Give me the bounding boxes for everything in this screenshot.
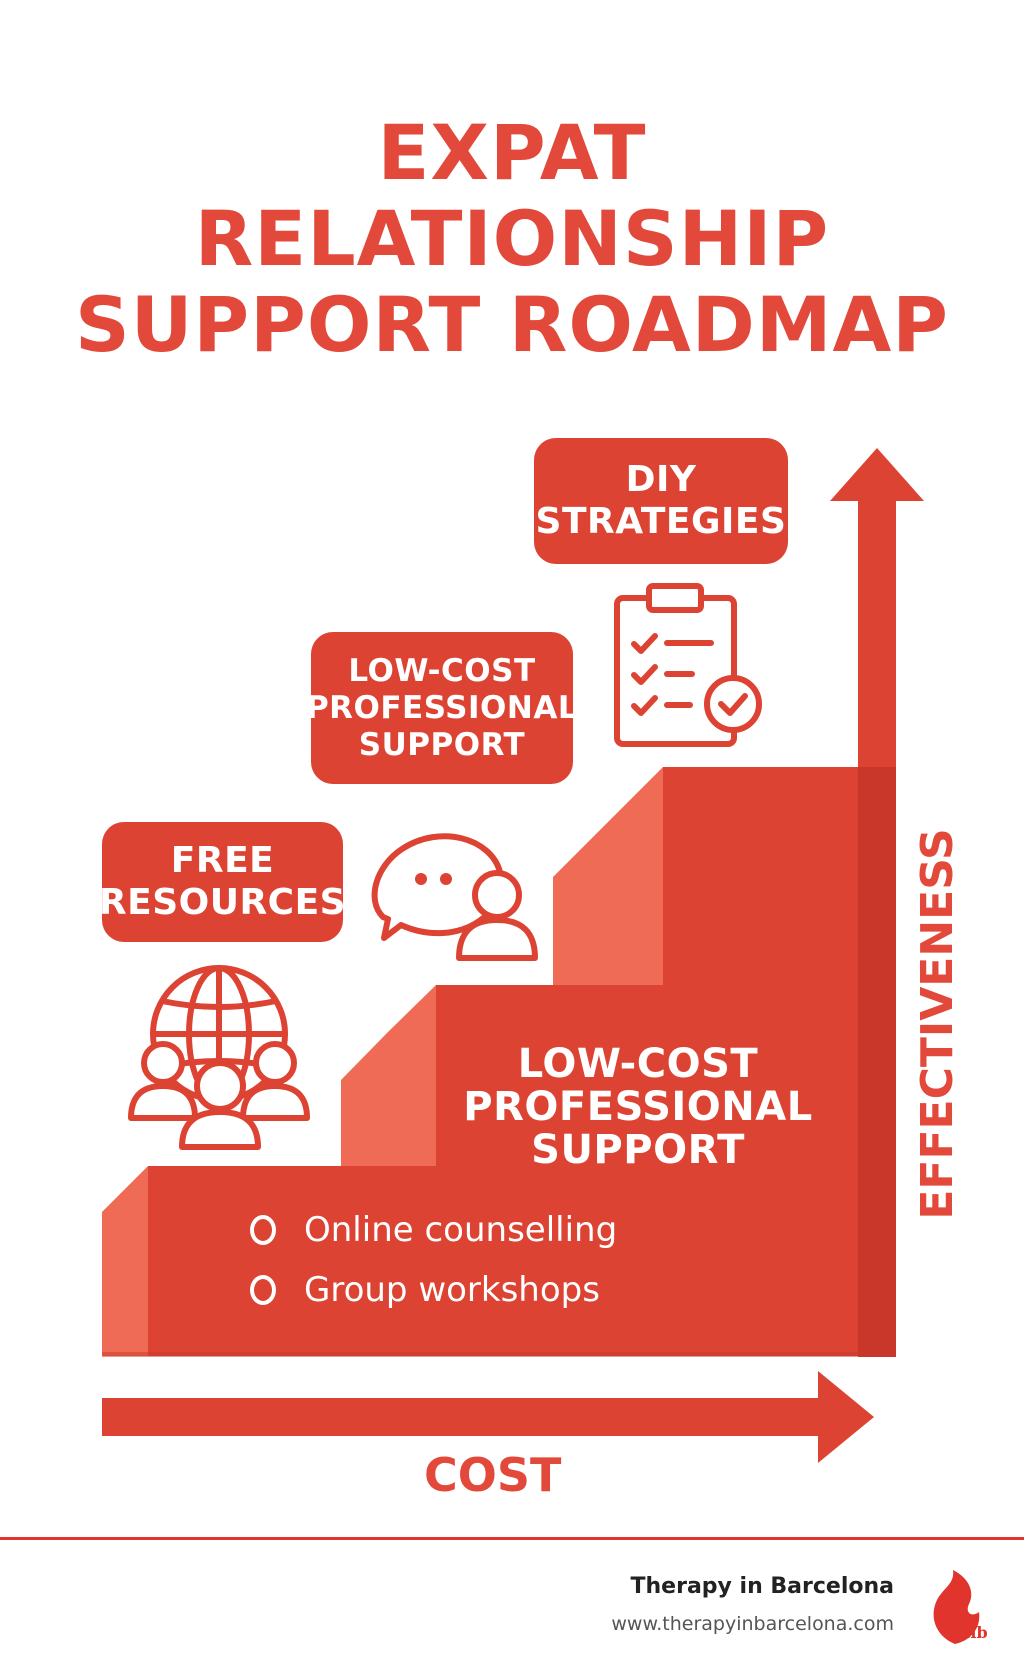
title-line-1: EXPAT	[377, 108, 647, 197]
x-axis-arrow	[102, 1371, 874, 1463]
label-line: SUPPORT	[358, 726, 526, 763]
staircase-title-line: PROFESSIONAL	[463, 1084, 813, 1130]
x-axis-label: COST	[424, 1448, 562, 1502]
logo-flame-icon	[933, 1570, 980, 1644]
clipboard-checklist-icon	[614, 583, 762, 747]
globe-people-icon	[128, 965, 310, 1150]
bullet-circle-icon	[250, 1275, 276, 1305]
bullet-item: Online counselling	[250, 1210, 617, 1250]
bullet-item: Group workshops	[250, 1270, 600, 1310]
brand-url: www.therapyinbarcelona.com	[611, 1613, 894, 1635]
label-line: DIY	[625, 459, 697, 500]
y-axis-label: EFFECTIVENESS	[912, 828, 963, 1220]
chat-person-icon	[371, 833, 538, 961]
bullet-text: Online counselling	[304, 1210, 618, 1250]
label-line: RESOURCES	[98, 882, 347, 923]
bullet-text: Group workshops	[304, 1270, 600, 1310]
label-line: FREE	[170, 840, 275, 881]
label-line: PROFESSIONAL	[305, 689, 579, 726]
footer-divider	[0, 1537, 1024, 1540]
staircase-title-line: SUPPORT	[531, 1127, 745, 1173]
label-free-resources: FREE RESOURCES	[98, 822, 347, 942]
step-3-front	[663, 767, 896, 985]
staircase	[102, 767, 896, 1357]
bullet-circle-icon	[250, 1215, 276, 1245]
logo-text: tib	[963, 1623, 988, 1642]
staircase-title-line: LOW-COST	[517, 1041, 759, 1087]
title-line-3: SUPPORT ROADMAP	[74, 280, 949, 369]
step-2-side	[341, 985, 436, 1166]
step-1-side	[102, 1166, 148, 1356]
brand-name: Therapy in Barcelona	[630, 1574, 894, 1599]
staircase-edge	[858, 767, 896, 1357]
title-line-2: RELATIONSHIP	[194, 194, 830, 283]
step-3-side	[553, 767, 663, 985]
label-diy-strategies: DIY STRATEGIES	[534, 438, 788, 564]
step-1-front	[148, 1166, 896, 1356]
label-line: LOW-COST	[348, 652, 536, 689]
footer-brand: Therapy in Barcelona www.therapyinbarcel…	[611, 1574, 894, 1635]
step-2-front	[436, 985, 896, 1166]
label-line: STRATEGIES	[535, 501, 787, 542]
brand-logo: tib	[933, 1570, 988, 1644]
label-low-cost-professional: LOW-COST PROFESSIONAL SUPPORT	[306, 632, 578, 784]
staircase-title: LOW-COST PROFESSIONAL SUPPORT	[458, 1043, 818, 1172]
page-title: EXPAT RELATIONSHIP SUPPORT ROADMAP	[0, 110, 1024, 368]
